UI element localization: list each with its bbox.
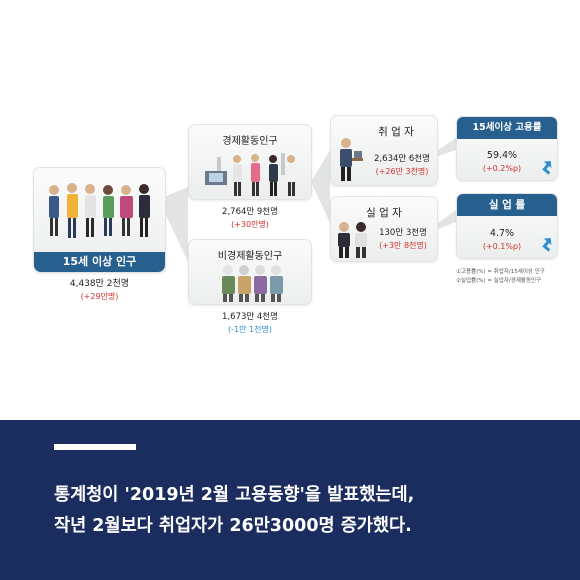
caption-line-1: 통계청이 '2019년 2월 고용동향'을 발표했는데, <box>54 485 415 505</box>
econ-inactive-delta: (-1만 1천명) <box>228 325 272 334</box>
unemployment-rate-box: 실 업 률 4.7% (+0.1%p) <box>456 193 558 259</box>
formula-note-employment-rate: ①고용률(%) = 취업자/15세이상 인구 <box>456 269 545 275</box>
connector-lines <box>166 138 456 262</box>
office-worker-at-desk-icon <box>340 138 363 181</box>
unemployed-label: 실 업 자 <box>366 207 402 219</box>
econ-active-box: 경제활동인구 <box>188 124 312 200</box>
connector-employed-to-rate <box>438 138 456 156</box>
connector-unemployed-to-rate <box>438 210 456 229</box>
connector-pop-to-split <box>166 187 188 262</box>
group-of-people-icon <box>49 183 150 238</box>
unemployment-rate-delta: (+0.1%p) <box>482 242 522 251</box>
econ-active-label: 경제활동인구 <box>222 136 278 147</box>
econ-inactive-box: 비경제활동인구 <box>188 239 312 305</box>
employed-label: 취 업 자 <box>378 126 414 138</box>
connector-active-to-split <box>312 150 330 223</box>
unemployed-box: 실 업 자 130만 3천명 (+3만 8천명) <box>330 196 438 262</box>
unemployed-delta: (+3만 8천명) <box>379 241 427 250</box>
employment-rate-delta: (+0.2%p) <box>482 164 522 173</box>
employed-box: 취 업 자 2,634만 6천명 (+26만 3천명) <box>330 115 438 186</box>
employment-rate-label: 15세이상 고용률 <box>457 117 557 139</box>
caption-accent-bar <box>54 444 136 450</box>
trend-up-arrow-icon <box>542 237 552 252</box>
unemployment-rate-value: 4.7% <box>489 228 515 239</box>
pop15-label: 15세 이상 인구 <box>34 252 165 272</box>
caption-panel: 통계청이 '2019년 2월 고용동향'을 발표했는데, 작년 2월보다 취업자… <box>0 420 580 580</box>
employed-value: 2,634만 6천명 <box>374 154 430 164</box>
office-workers-icon <box>205 153 296 196</box>
elderly-people-icon <box>222 265 283 302</box>
econ-active-delta: (+30만명) <box>231 220 269 229</box>
job-seekers-icon <box>338 222 367 258</box>
employed-delta: (+26만 3천명) <box>375 167 429 176</box>
pop15-value: 4,438만 2천명 <box>69 279 130 289</box>
pop15-box: 15세 이상 인구 <box>33 167 166 273</box>
employment-rate-box: 15세이상 고용률 59.4% (+0.2%p) <box>456 116 558 181</box>
econ-inactive-value: 1,673만 4천명 <box>222 312 278 322</box>
formula-note-unemployment-rate: ②실업률(%) = 실업자/경제활동인구 <box>456 278 542 284</box>
unemployed-value: 130만 3천명 <box>379 228 427 238</box>
caption-line-2: 작년 2월보다 취업자가 26만3000명 증가했다. <box>54 516 412 536</box>
pop15-delta: (+29만명) <box>80 292 119 301</box>
econ-inactive-label: 비경제활동인구 <box>217 251 283 262</box>
econ-active-value: 2,764만 9천명 <box>222 207 278 217</box>
employment-diagram: 15세 이상 인구 4,438만 2천명 (+29만명) 경제활동인구 2,76… <box>33 115 558 334</box>
trend-up-arrow-icon <box>542 160 552 175</box>
employment-rate-value: 59.4% <box>486 150 518 161</box>
unemployment-rate-label: 실 업 률 <box>457 194 557 216</box>
